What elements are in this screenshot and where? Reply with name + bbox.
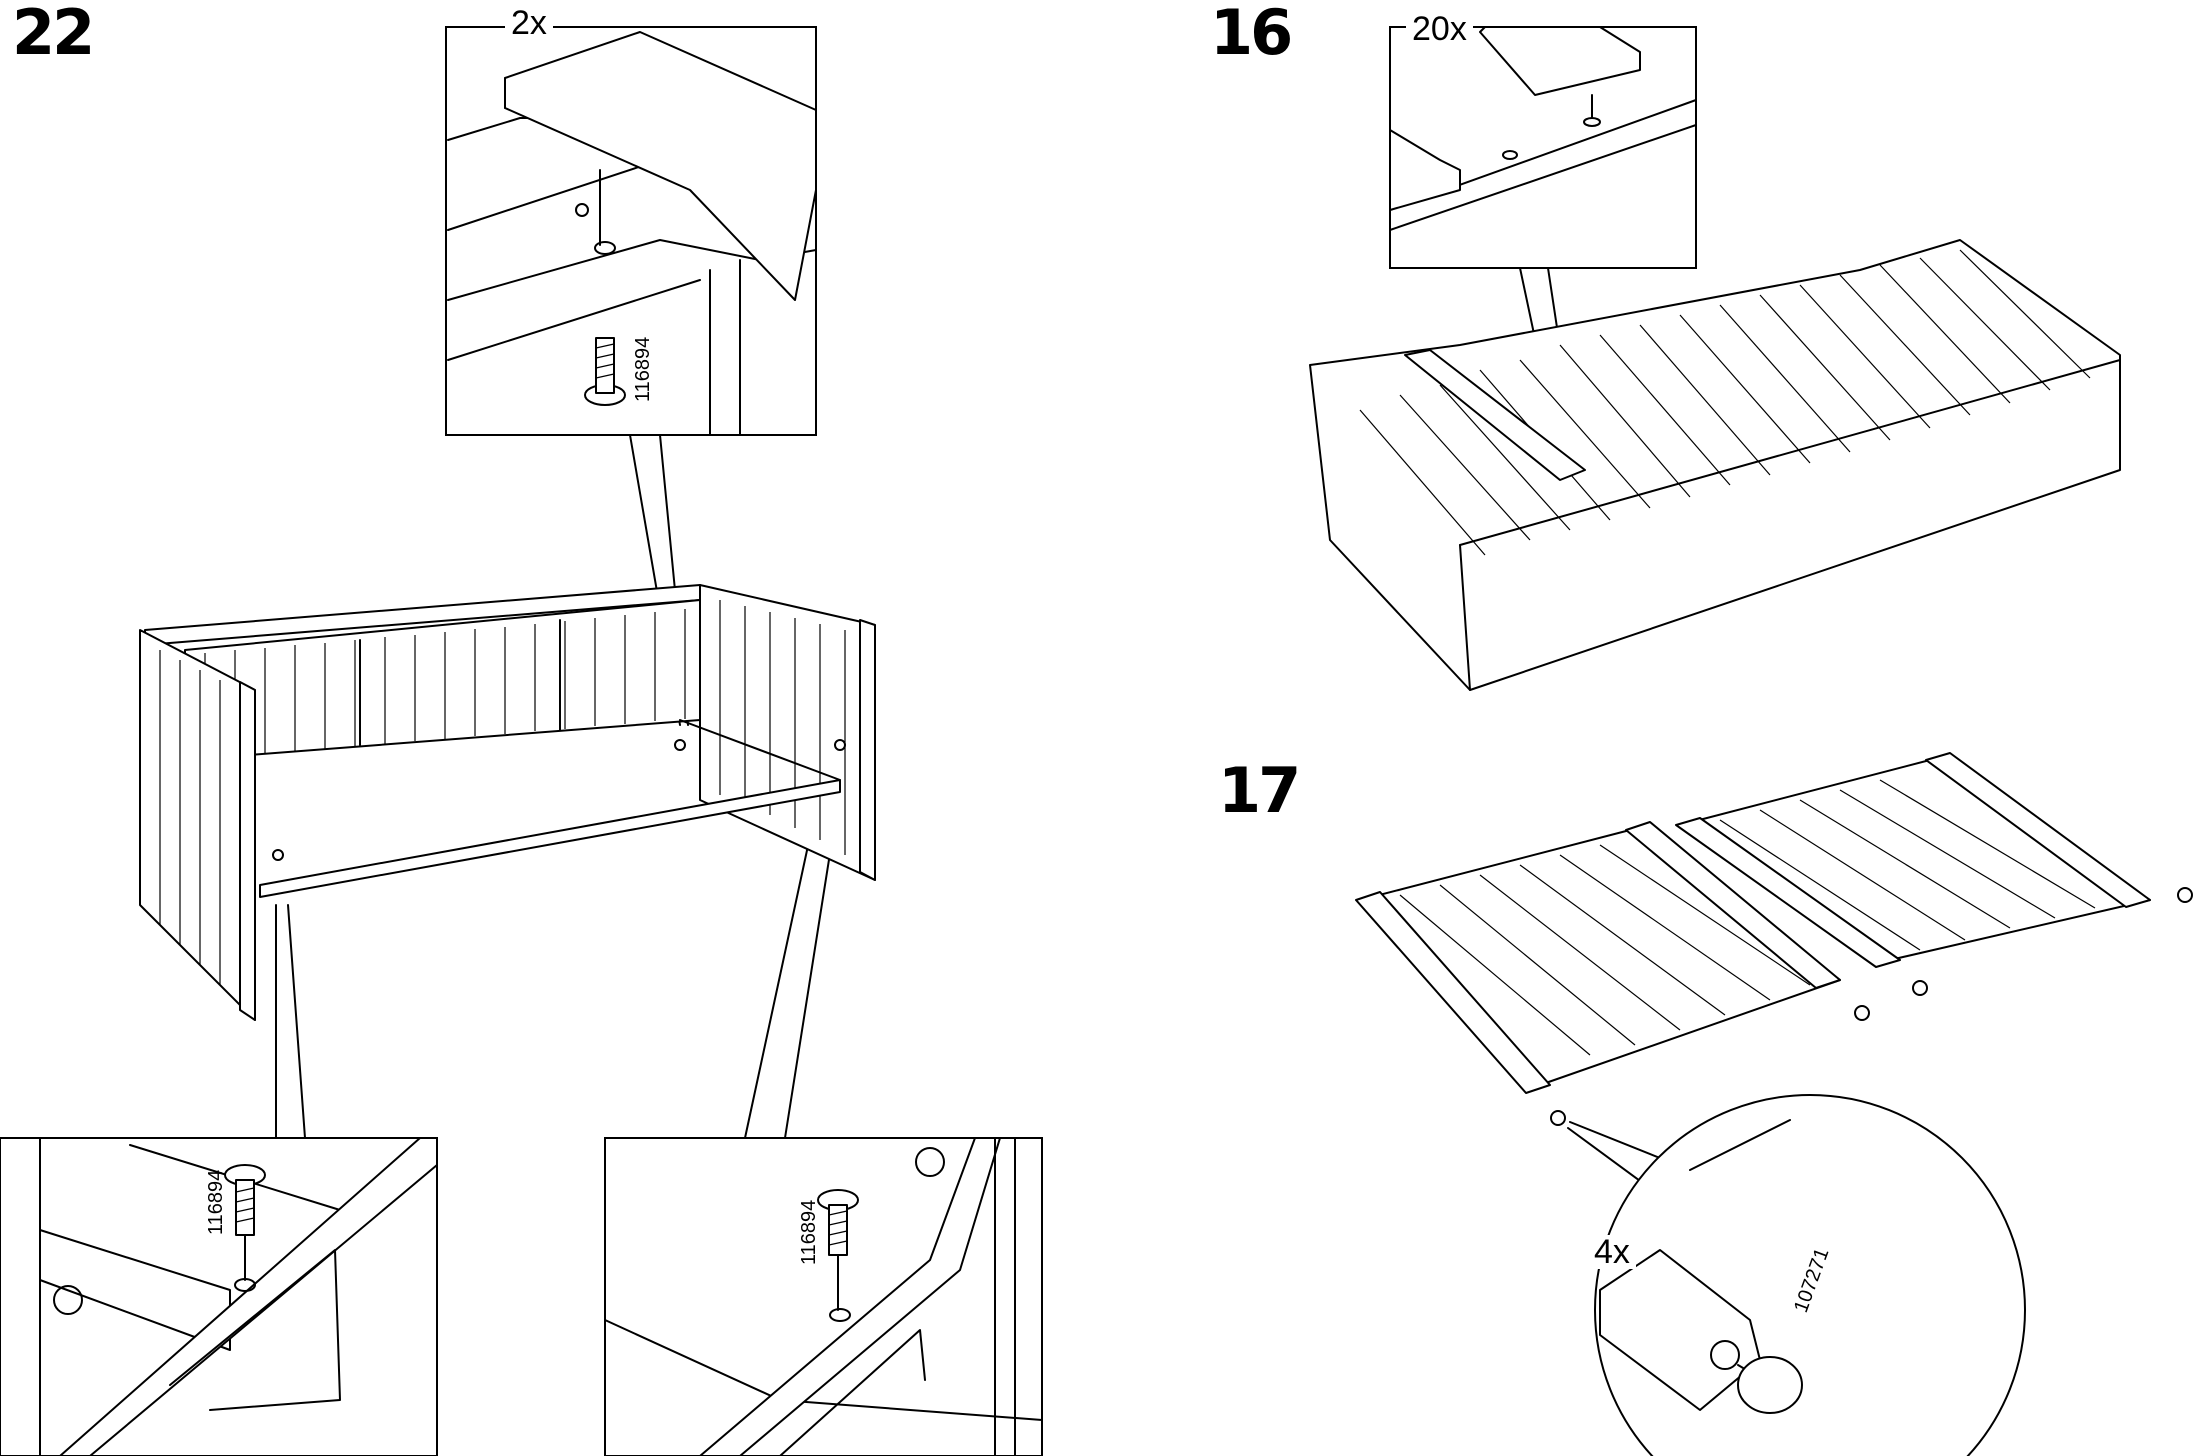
screw-116894-top bbox=[584, 337, 626, 406]
screw-116894-left bbox=[224, 1164, 266, 1236]
quantity-label-2x: 2x bbox=[505, 6, 553, 40]
detail-box-bottom-left bbox=[0, 1137, 438, 1456]
part-number-bottom-left: 116894 bbox=[205, 1169, 227, 1235]
daybed-frame bbox=[139, 584, 876, 1021]
step-17-illustration bbox=[1355, 752, 2193, 1456]
quantity-label-20x: 20x bbox=[1406, 12, 1473, 46]
detail-circle-4x bbox=[1594, 1094, 2026, 1456]
quantity-label-4x: 4x bbox=[1588, 1235, 1636, 1269]
step-number-16: 16 bbox=[1210, 0, 1293, 69]
feet-caps bbox=[1550, 887, 2193, 1126]
bed-base-with-slats bbox=[1309, 239, 2121, 691]
step-number-17: 17 bbox=[1218, 754, 1301, 827]
detail-box-20x bbox=[1389, 26, 1697, 269]
step-number-22: 22 bbox=[12, 0, 95, 69]
detail-box-bottom-right bbox=[604, 1137, 1043, 1456]
part-number-bottom-right: 116894 bbox=[798, 1199, 820, 1265]
screw-116894-right bbox=[817, 1189, 859, 1256]
slatted-panel-right bbox=[1675, 752, 2151, 968]
slatted-panel-left bbox=[1355, 821, 1841, 1094]
step-16-illustration bbox=[1309, 26, 2121, 691]
part-number-top: 116894 bbox=[632, 336, 654, 402]
step-22-illustration bbox=[0, 26, 1043, 1456]
detail-box-top bbox=[445, 26, 817, 436]
